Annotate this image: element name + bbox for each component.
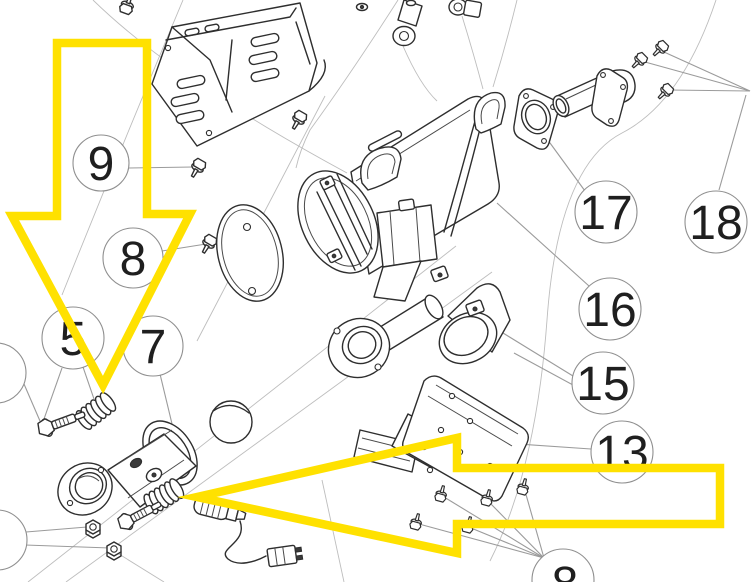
callout-15[interactable]: 15 xyxy=(571,351,635,415)
callout-18[interactable]: 18 xyxy=(684,190,748,254)
down-arrow-annotation xyxy=(4,38,197,395)
callout-left-bottom[interactable] xyxy=(0,509,28,571)
hex-bolt xyxy=(628,50,650,72)
hex-nut xyxy=(106,541,122,561)
hanger-hook xyxy=(360,146,402,191)
manifold-elbow-block xyxy=(373,198,438,302)
highlight-arrows xyxy=(4,38,725,559)
rubber-mount xyxy=(448,0,483,18)
callout-18-label: 18 xyxy=(689,197,742,250)
hex-nut xyxy=(85,519,101,539)
callout-8[interactable]: 8 xyxy=(102,227,164,289)
callout-7-label: 7 xyxy=(140,321,167,374)
rubber-mount xyxy=(392,0,423,47)
heat-shield xyxy=(151,2,327,147)
clamp-sleeve xyxy=(430,265,511,365)
callout-left-top[interactable] xyxy=(0,342,27,404)
sensor-connector xyxy=(266,544,304,568)
oval-cover-plate xyxy=(216,204,284,302)
callout-8-bottom[interactable]: 8 xyxy=(531,548,595,582)
callout-17[interactable]: 17 xyxy=(574,180,638,244)
callout-9[interactable]: 9 xyxy=(72,134,130,192)
callout-9-label: 9 xyxy=(88,138,115,191)
callout-8-bottom-label: 8 xyxy=(552,558,579,582)
callout-7[interactable]: 7 xyxy=(122,315,184,377)
hex-bolt xyxy=(654,81,676,103)
hex-bolt xyxy=(117,0,138,17)
hex-bolt xyxy=(186,156,209,181)
ball-joint xyxy=(209,400,253,444)
callout-8-label: 8 xyxy=(120,233,147,286)
hex-bolt xyxy=(515,476,532,497)
hanger-hook xyxy=(473,91,506,134)
callout-17-label: 17 xyxy=(579,187,632,240)
left-arrow-annotation xyxy=(177,432,725,559)
hex-bolt xyxy=(433,483,450,504)
exhaust-outlet-assembly xyxy=(513,38,676,150)
hex-bolt xyxy=(287,108,310,133)
callout-13[interactable]: 13 xyxy=(590,420,654,484)
coil-spring xyxy=(73,389,119,433)
outlet-flange-dome xyxy=(591,68,636,127)
callout-16-label: 16 xyxy=(583,284,636,337)
pipe-flange xyxy=(57,462,113,516)
callout-15-label: 15 xyxy=(576,358,629,411)
manifold-elbow xyxy=(107,429,197,508)
inlet-pipe-flange xyxy=(327,317,391,379)
sensor-wire xyxy=(224,520,267,564)
callout-16[interactable]: 16 xyxy=(578,277,642,341)
retainer-clip xyxy=(355,2,369,12)
hex-bolt xyxy=(649,38,671,60)
triangular-flange-gasket xyxy=(513,88,560,150)
hex-bolt xyxy=(408,511,425,532)
